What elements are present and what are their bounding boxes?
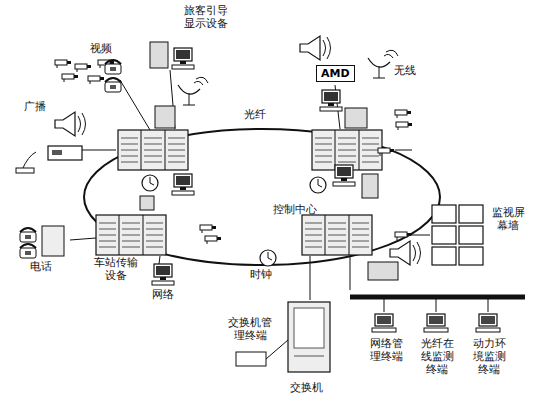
label: 动力环境监测终端 (470, 337, 508, 377)
node-text: AMD (321, 67, 350, 80)
label: 电话 (26, 260, 56, 273)
label: 车站传输设备 (90, 256, 142, 282)
fiber-ring (84, 129, 440, 265)
label: 广播 (20, 100, 50, 113)
label: 交换机 (285, 381, 327, 394)
label: 光纤 (240, 108, 270, 121)
label: 控制中心 (270, 203, 320, 216)
label: 交换机管理终端 (224, 316, 276, 342)
label: 时钟 (246, 268, 276, 281)
label: 监视屏幕墙 (488, 206, 528, 232)
label: 网络管理终端 (368, 337, 404, 363)
label: 旅客引导显示设备 (180, 4, 232, 30)
equipment-box: AMD (316, 65, 355, 82)
label: 网络 (148, 288, 178, 301)
label: 无线 (390, 64, 420, 77)
label: 光纤在线监测终端 (418, 337, 456, 377)
label: 视频 (86, 42, 116, 55)
